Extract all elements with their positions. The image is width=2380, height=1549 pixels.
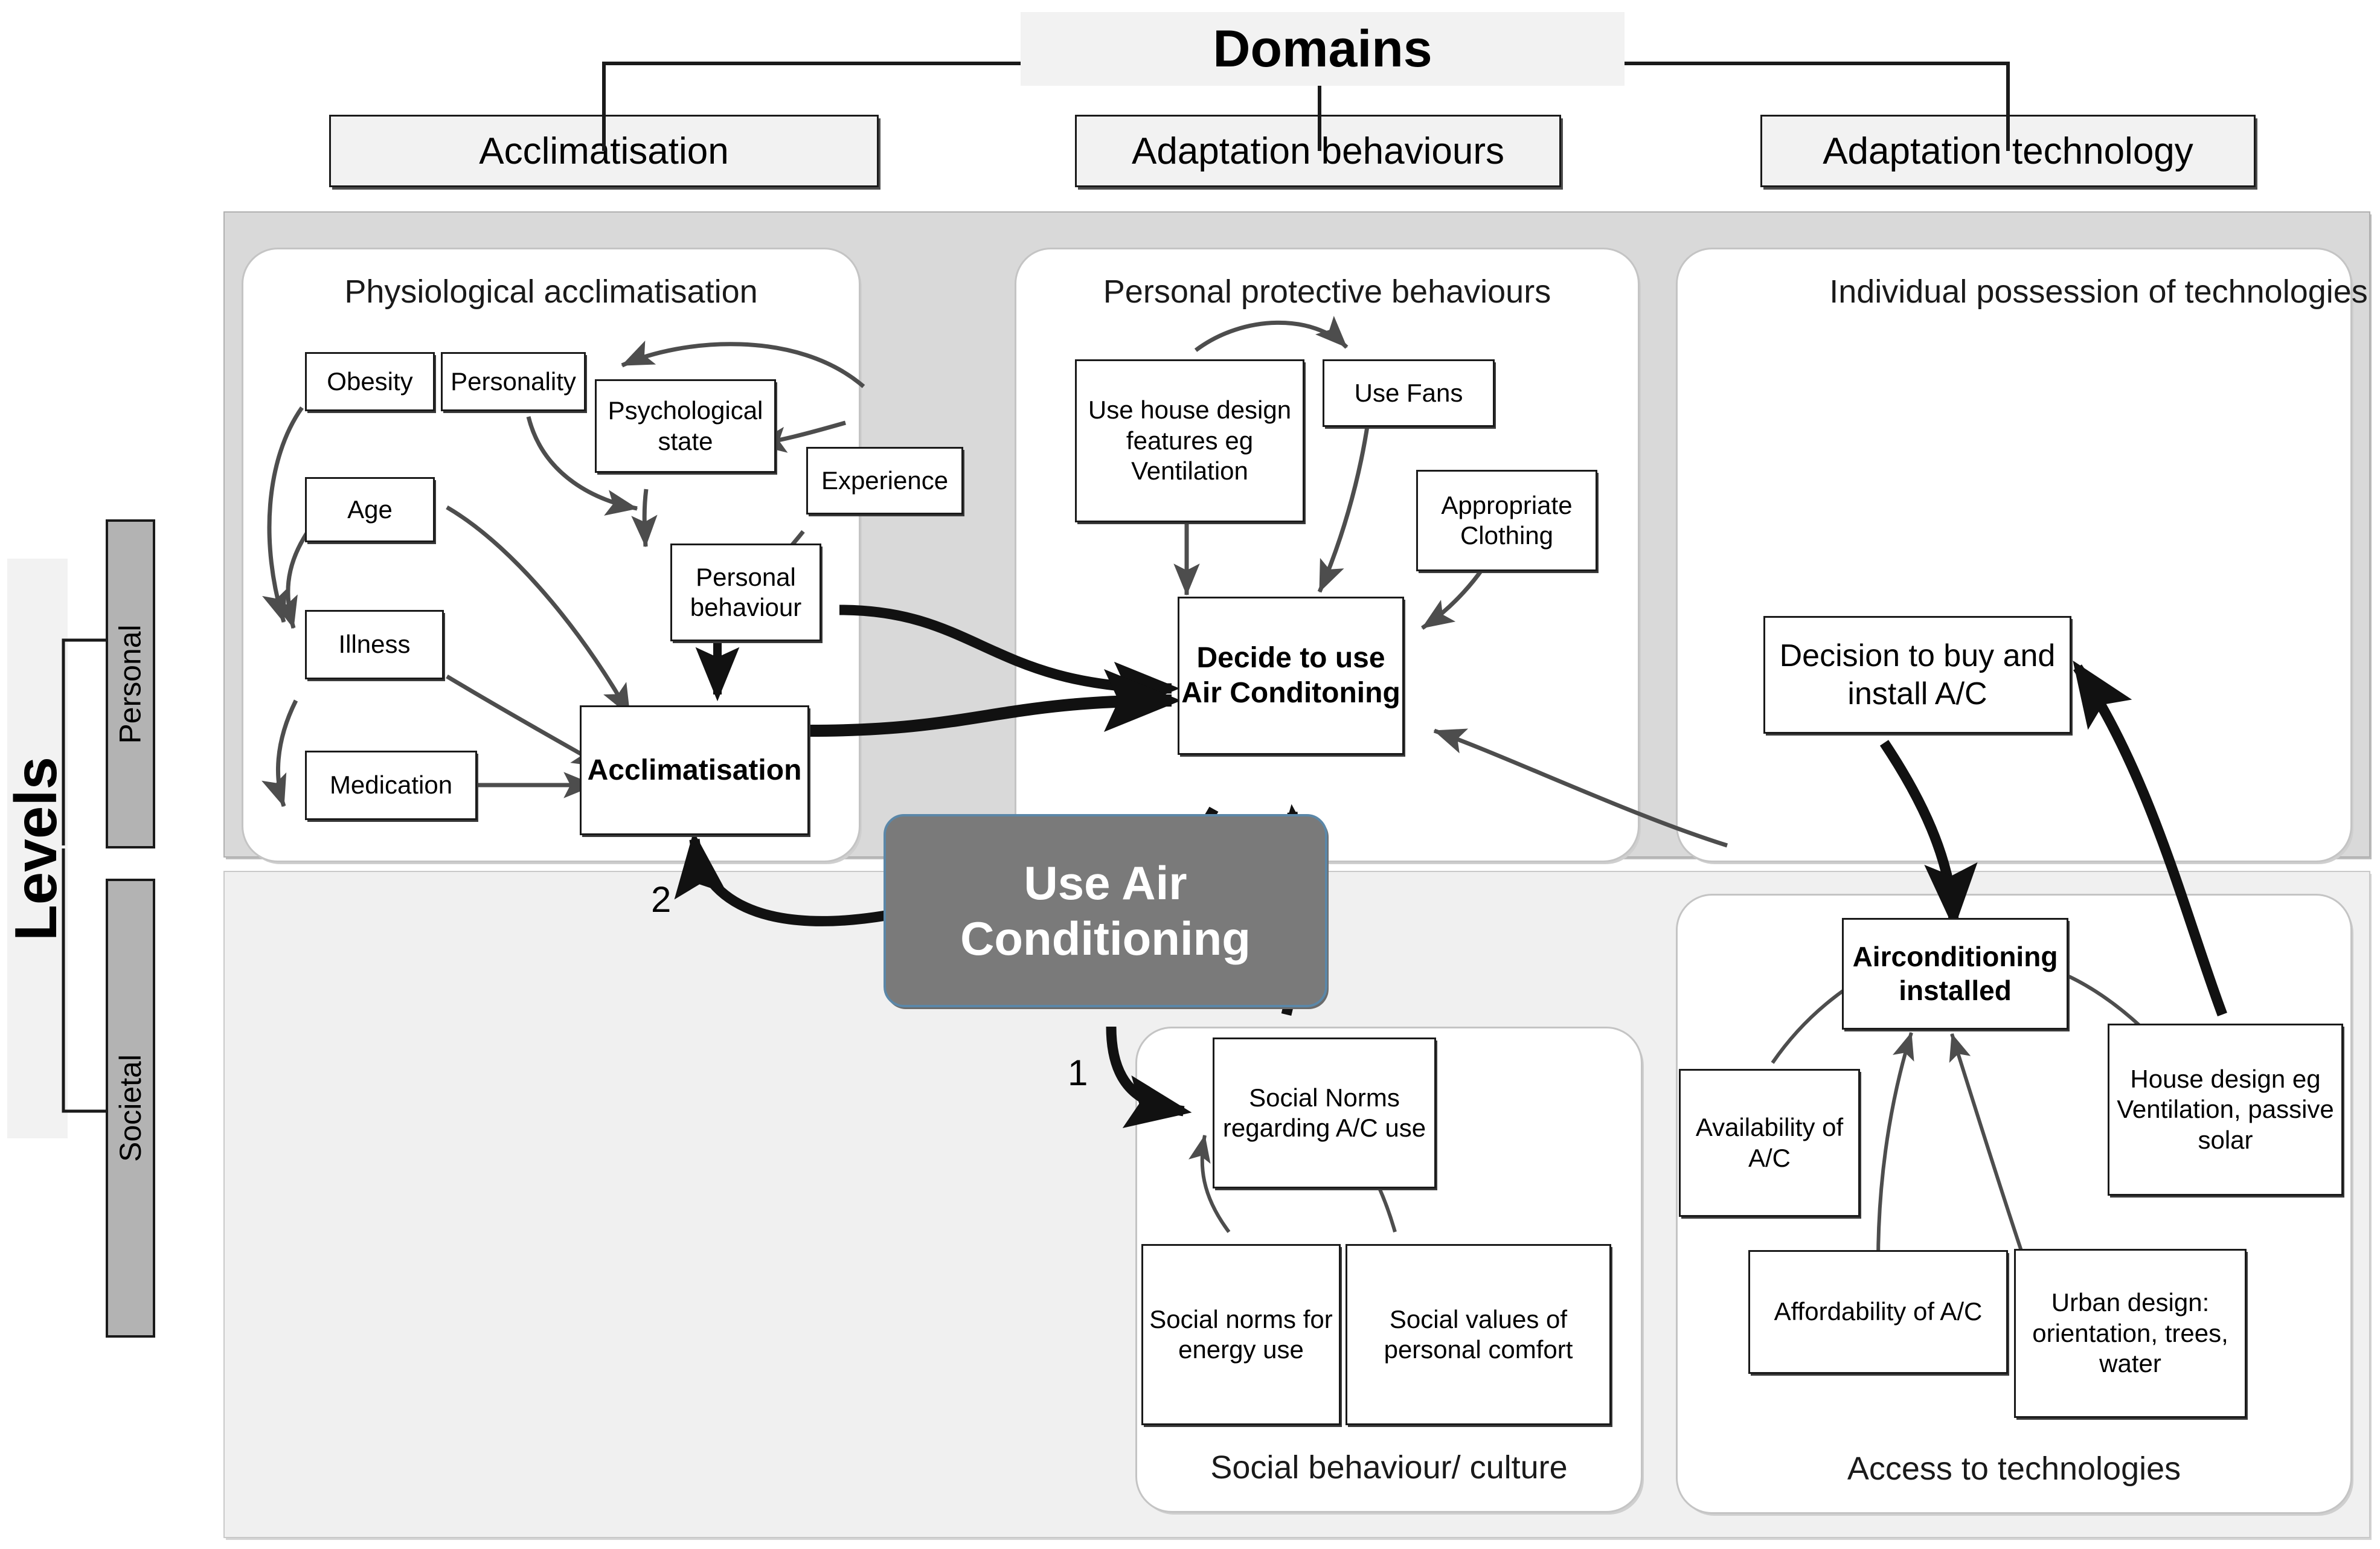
level-bar-personal[interactable]: Personal (106, 519, 155, 848)
node-personality-label: Personality (451, 367, 576, 396)
edge-label-two: 2 (651, 879, 671, 920)
node-decision-to-buy[interactable]: Decision to buy and install A/C (1763, 616, 2071, 734)
node-use-house-design-label: Use house design features eg Ventilation (1088, 396, 1292, 486)
domain-chip-adaptation-behaviours-label: Adaptation behaviours (1131, 130, 1504, 172)
node-decision-to-buy-label: Decision to buy and install A/C (1779, 638, 2056, 711)
levels-axis-title-text: Levels (2, 756, 69, 941)
node-medication[interactable]: Medication (305, 751, 477, 820)
node-urban-design-label: Urban design: orientation, trees, water (2032, 1288, 2228, 1378)
panel-individual-possession: Individual possession of technologies (1676, 248, 2368, 862)
node-social-values-label: Social values of personal comfort (1384, 1304, 1573, 1364)
edge-label-one-text: 1 (1068, 1053, 1088, 1093)
node-house-design-label: House design eg Ventilation, passive sol… (2117, 1064, 2334, 1154)
node-psychological-state-label: Psychological state (608, 396, 763, 455)
panel-social-behaviour-culture-label: Social behaviour/ culture (1210, 1449, 1568, 1486)
node-social-norms-ac[interactable]: Social Norms regarding A/C use (1213, 1037, 1436, 1188)
node-use-house-design[interactable]: Use house design features eg Ventilation (1075, 359, 1304, 522)
node-acclimatisation-label: Acclimatisation (587, 754, 802, 786)
node-medication-label: Medication (329, 771, 453, 800)
node-use-fans[interactable]: Use Fans (1323, 359, 1495, 427)
domains-title: Domains (1021, 12, 1625, 86)
node-acclimatisation[interactable]: Acclimatisation (580, 705, 809, 835)
node-age-label: Age (347, 495, 393, 524)
node-use-air-conditioning[interactable]: Use Air Conditioning (884, 814, 1327, 1007)
node-appropriate-clothing[interactable]: Appropriate Clothing (1416, 470, 1597, 571)
node-age[interactable]: Age (305, 477, 435, 542)
node-social-norms-ac-label: Social Norms regarding A/C use (1222, 1083, 1426, 1142)
domain-chip-adaptation-behaviours[interactable]: Adaptation behaviours (1075, 115, 1561, 187)
level-bar-personal-label: Personal (114, 624, 147, 744)
levels-axis-background (7, 559, 68, 1138)
node-psychological-state[interactable]: Psychological state (595, 379, 776, 473)
panel-access-to-technologies-label: Access to technologies (1847, 1451, 2181, 1487)
domain-chip-acclimatisation[interactable]: Acclimatisation (329, 115, 879, 187)
node-personal-behaviour-label: Personal behaviour (690, 562, 802, 621)
node-airconditioning-installed-label: Airconditioning installed (1852, 941, 2058, 1006)
node-personality[interactable]: Personality (441, 352, 586, 411)
level-bar-societal[interactable]: Societal (106, 879, 155, 1338)
domain-chip-adaptation-technology-label: Adaptation technology (1823, 130, 2193, 172)
node-availability-of-ac-label: Availability of A/C (1695, 1113, 1844, 1172)
node-decide-to-use-ac[interactable]: Decide to use Air Conditoning (1178, 597, 1404, 755)
node-social-values[interactable]: Social values of personal comfort (1346, 1244, 1611, 1425)
node-illness-label: Illness (338, 630, 411, 659)
node-experience[interactable]: Experience (806, 447, 963, 515)
node-use-air-conditioning-label: Use Air Conditioning (960, 856, 1251, 965)
node-personal-behaviour[interactable]: Personal behaviour (670, 544, 821, 641)
edge-label-two-text: 2 (651, 879, 672, 920)
node-obesity-label: Obesity (327, 367, 413, 396)
node-affordability-of-ac-label: Affordability of A/C (1774, 1297, 1983, 1326)
node-illness[interactable]: Illness (305, 610, 444, 679)
edge-label-one: 1 (1068, 1052, 1088, 1094)
node-airconditioning-installed[interactable]: Airconditioning installed (1842, 918, 2068, 1030)
node-experience-label: Experience (821, 466, 949, 495)
node-decide-to-use-ac-label: Decide to use Air Conditoning (1181, 642, 1400, 709)
level-bar-societal-label: Societal (114, 1054, 148, 1162)
node-obesity[interactable]: Obesity (305, 352, 435, 411)
domain-chip-adaptation-technology[interactable]: Adaptation technology (1760, 115, 2256, 187)
node-social-norms-energy[interactable]: Social norms for energy use (1141, 1244, 1341, 1425)
node-urban-design[interactable]: Urban design: orientation, trees, water (2014, 1249, 2247, 1418)
node-use-fans-label: Use Fans (1354, 378, 1463, 407)
panel-personal-protective-behaviours-label: Personal protective behaviours (1103, 274, 1551, 310)
node-house-design[interactable]: House design eg Ventilation, passive sol… (2108, 1024, 2343, 1196)
node-social-norms-energy-label: Social norms for energy use (1149, 1304, 1333, 1364)
node-affordability-of-ac[interactable]: Affordability of A/C (1748, 1250, 2008, 1374)
panel-physiological-acclimatisation-label: Physiological acclimatisation (344, 274, 758, 310)
domains-title-text: Domains (1213, 19, 1432, 78)
node-appropriate-clothing-label: Appropriate Clothing (1441, 490, 1573, 550)
panel-individual-possession-label: Individual possession of technologies (1829, 274, 2368, 310)
domain-chip-acclimatisation-label: Acclimatisation (479, 130, 729, 172)
node-availability-of-ac[interactable]: Availability of A/C (1679, 1069, 1860, 1217)
